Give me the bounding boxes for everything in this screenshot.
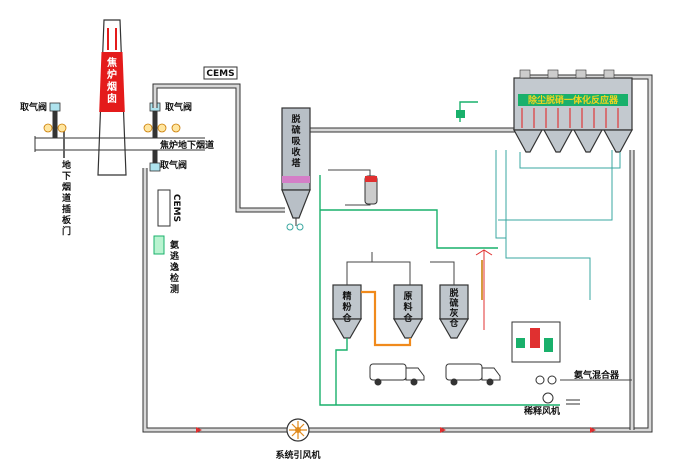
reactor-label: 除尘脱硝一体化反应器 xyxy=(528,94,619,106)
absorber-tower: 脱 硫 吸 收 塔 xyxy=(281,107,311,231)
green-valve xyxy=(456,110,465,118)
fine-silo: 精 粉 仓 xyxy=(331,284,363,339)
ammonia-detect-char-2: 逃 xyxy=(170,250,180,262)
ammonia-detect-char-4: 检 xyxy=(170,272,179,284)
chimney-label-2: 炉 xyxy=(107,68,117,81)
cems-side: CEMS xyxy=(157,189,181,227)
valve-left-label: 取气阀 xyxy=(20,101,47,113)
damper-char-7: 门 xyxy=(62,225,71,237)
green-feed-fine xyxy=(335,338,348,405)
ash-silo-char-4: 仓 xyxy=(448,317,459,329)
ash-silo-char-3: 灰 xyxy=(449,307,458,319)
chimney-label-4: 囱 xyxy=(107,92,117,105)
cems-top: CEMS xyxy=(203,66,238,80)
green-feed-branch xyxy=(320,209,498,249)
damper-char-5: 插 xyxy=(62,203,71,215)
valve-right-top-label: 取气阀 xyxy=(165,101,192,113)
ammonia-detect-char-5: 测 xyxy=(170,283,179,295)
ammonia-detect-char-1: 氨 xyxy=(170,239,179,251)
ammonia-cabinet xyxy=(511,321,561,363)
ammonia-mixer-label: 氨气混合器 xyxy=(574,369,620,381)
damper-char-6: 板 xyxy=(62,214,72,226)
absorber-char-5: 塔 xyxy=(291,157,301,169)
valve-left: 取气阀 xyxy=(20,101,61,113)
red-line-1 xyxy=(475,249,493,330)
ash-silo-char-2: 硫 xyxy=(449,297,458,309)
chimney: 焦 炉 烟 囱 xyxy=(97,19,127,176)
absorber-char-4: 收 xyxy=(291,146,300,158)
damper-char-2: 下 xyxy=(62,171,71,182)
teal-injection-2 xyxy=(498,150,613,221)
orange-conveyor xyxy=(361,290,412,347)
raw-silo-char-1: 原 xyxy=(403,291,412,302)
damper-char-3: 烟 xyxy=(62,181,71,193)
fine-silo-char-3: 仓 xyxy=(341,312,352,324)
raw-silo: 原 料 仓 xyxy=(392,284,424,339)
teal-manifold xyxy=(519,152,621,169)
damper-char-4: 道 xyxy=(62,192,71,204)
truck-right xyxy=(445,363,501,386)
silo-vents xyxy=(346,252,455,285)
reactor: 除尘脱硝一体化反应器 xyxy=(512,69,634,153)
valve-mid: 取气阀 xyxy=(149,159,187,172)
truck-left xyxy=(369,363,425,386)
cems-top-label: CEMS xyxy=(206,69,234,79)
ash-silo: 脱 硫 灰 仓 xyxy=(438,284,470,339)
fine-silo-char-2: 粉 xyxy=(342,301,351,313)
dilution-fan: 稀释风机 xyxy=(524,392,580,417)
gauge-icons xyxy=(43,123,181,133)
raw-silo-char-2: 料 xyxy=(403,301,412,313)
ash-silo-char-1: 脱 xyxy=(449,287,458,299)
ammonia-mixer: 氨气混合器 xyxy=(535,369,632,385)
damper-char-1: 地 xyxy=(62,159,71,171)
chimney-label-3: 烟 xyxy=(107,80,117,93)
raw-silo-char-3: 仓 xyxy=(402,312,413,324)
dilution-fan-label: 稀释风机 xyxy=(524,405,560,417)
teal-injection-1 xyxy=(495,150,591,300)
underground-damper-label: 地 下 烟 道 插 板 门 xyxy=(62,159,72,237)
ammonia-detect: 氨 逃 逸 检 测 xyxy=(153,235,180,295)
ammonia-detect-char-3: 逸 xyxy=(170,261,179,273)
fine-silo-char-1: 精 xyxy=(342,290,351,302)
green-feed-main xyxy=(319,175,560,406)
system-fan: 系统引风机 xyxy=(275,418,321,461)
coke-underground-label: 焦炉地下烟道 xyxy=(159,139,214,151)
system-fan-label: 系统引风机 xyxy=(275,449,320,461)
chimney-label-1: 焦 xyxy=(106,56,117,69)
absorber-char-1: 脱 xyxy=(291,113,300,125)
valve-mid-label: 取气阀 xyxy=(160,159,187,171)
absorber-char-2: 硫 xyxy=(291,124,300,136)
cems-side-label: CEMS xyxy=(171,194,181,222)
absorber-char-3: 吸 xyxy=(291,136,301,147)
pressure-vessel xyxy=(328,169,378,206)
